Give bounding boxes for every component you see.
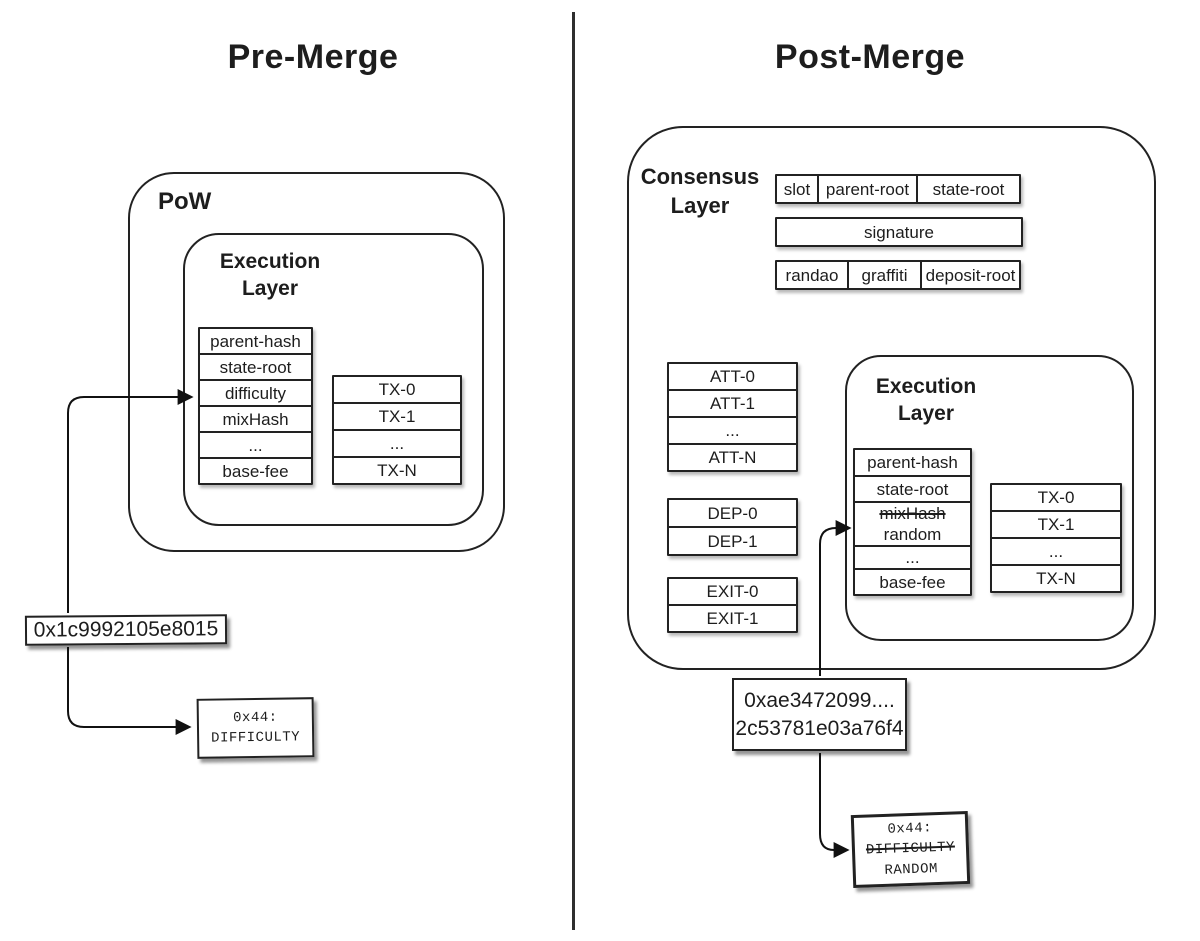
- arrow-value-to-storage-slot-left: [67, 647, 192, 735]
- field-base-fee: base-fee: [198, 457, 313, 485]
- random-value-box: 0xae3472099.... 2c53781e03a76f4: [732, 678, 907, 751]
- field-state-root: state-root: [198, 353, 313, 381]
- dep-0: DEP-0: [667, 498, 798, 528]
- exit-1: EXIT-1: [667, 604, 798, 633]
- tx-ellipsis: ...: [332, 429, 462, 458]
- transactions-stack-right: TX-0 TX-1 ... TX-N: [990, 483, 1122, 593]
- att-0: ATT-0: [667, 362, 798, 391]
- tx-0: TX-0: [332, 375, 462, 404]
- tx-n-right: TX-N: [990, 564, 1122, 593]
- slot-address: 0x44:: [232, 709, 278, 727]
- block-header-fields-left: parent-hash state-root difficulty mixHas…: [198, 327, 313, 485]
- exits-stack: EXIT-0 EXIT-1: [667, 577, 798, 633]
- execution-layer-label-line1: Execution: [219, 250, 321, 273]
- attestations-stack: ATT-0 ATT-1 ... ATT-N: [667, 362, 798, 472]
- execution-layer-label-right: Execution Layer: [846, 373, 1006, 428]
- att-ellipsis: ...: [667, 416, 798, 445]
- deposits-stack: DEP-0 DEP-1: [667, 498, 798, 556]
- execution-layer-label-right-line2: Layer: [897, 402, 955, 426]
- consensus-layer-label-line1: Consensus: [640, 164, 760, 189]
- field-parent-hash-right: parent-hash: [853, 448, 972, 477]
- field-mixhash-random: mixHash random: [853, 501, 972, 547]
- execution-layer-label-line2: Layer: [241, 277, 299, 301]
- pow-label: PoW: [158, 188, 212, 215]
- consensus-layer-label-line2: Layer: [670, 192, 730, 218]
- beacon-header-row1: slot parent-root state-root: [775, 174, 1021, 204]
- consensus-layer-label: Consensus Layer: [622, 163, 778, 220]
- random-value-line1: 0xae3472099....: [744, 689, 895, 713]
- slot-name-difficulty: DIFFICULTY: [211, 729, 301, 747]
- tx-ellipsis-right: ...: [990, 537, 1122, 566]
- att-n: ATT-N: [667, 443, 798, 472]
- pre-merge-title: Pre-Merge: [227, 38, 399, 76]
- field-ellipsis-right: ...: [853, 545, 972, 570]
- mixhash-struck-label: mixHash: [879, 503, 946, 523]
- transactions-stack-left: TX-0 TX-1 ... TX-N: [332, 375, 462, 485]
- exit-0: EXIT-0: [667, 577, 798, 606]
- beacon-header-row2: randao graffiti deposit-root: [775, 260, 1021, 290]
- field-signature: signature: [775, 217, 1023, 247]
- post-merge-title: Post-Merge: [774, 38, 966, 76]
- field-mixhash: mixHash: [198, 405, 313, 433]
- field-ellipsis: ...: [198, 431, 313, 459]
- field-deposit-root: deposit-root: [920, 260, 1021, 290]
- random-label: random: [883, 525, 942, 544]
- att-1: ATT-1: [667, 389, 798, 418]
- tx-0-right: TX-0: [990, 483, 1122, 512]
- field-difficulty: difficulty: [198, 379, 313, 407]
- field-state-root-right: state-root: [853, 475, 972, 503]
- execution-layer-label-left: Execution Layer: [190, 248, 350, 303]
- block-header-fields-right: parent-hash state-root mixHash random ..…: [853, 448, 972, 596]
- slot-name-difficulty-struck: DIFFICULTY: [865, 839, 956, 859]
- field-graffiti: graffiti: [847, 260, 922, 290]
- tx-1-right: TX-1: [990, 510, 1122, 539]
- storage-slot-box-right: 0x44: DIFFICULTY RANDOM: [850, 810, 971, 889]
- random-value-line2: 2c53781e03a76f4: [735, 716, 904, 740]
- tx-1: TX-1: [332, 402, 462, 431]
- difficulty-value: 0x1c9992105e8015: [33, 617, 219, 643]
- field-base-fee-right: base-fee: [853, 568, 972, 596]
- field-parent-hash: parent-hash: [198, 327, 313, 355]
- field-randao: randao: [775, 260, 849, 290]
- field-state-root-beacon: state-root: [916, 174, 1021, 204]
- difficulty-value-box: 0x1c9992105e8015: [24, 614, 228, 646]
- execution-layer-label-right-line1: Execution: [875, 375, 977, 398]
- dep-1: DEP-1: [667, 526, 798, 556]
- slot-name-random: RANDOM: [884, 860, 939, 879]
- arrow-random-value-to-storage-slot-right: [819, 753, 850, 858]
- slot-address-right: 0x44:: [887, 820, 933, 838]
- panel-divider: [572, 12, 575, 930]
- storage-slot-box-left: 0x44: DIFFICULTY: [196, 697, 315, 759]
- field-parent-root: parent-root: [817, 174, 918, 204]
- field-slot: slot: [775, 174, 819, 204]
- tx-n: TX-N: [332, 456, 462, 485]
